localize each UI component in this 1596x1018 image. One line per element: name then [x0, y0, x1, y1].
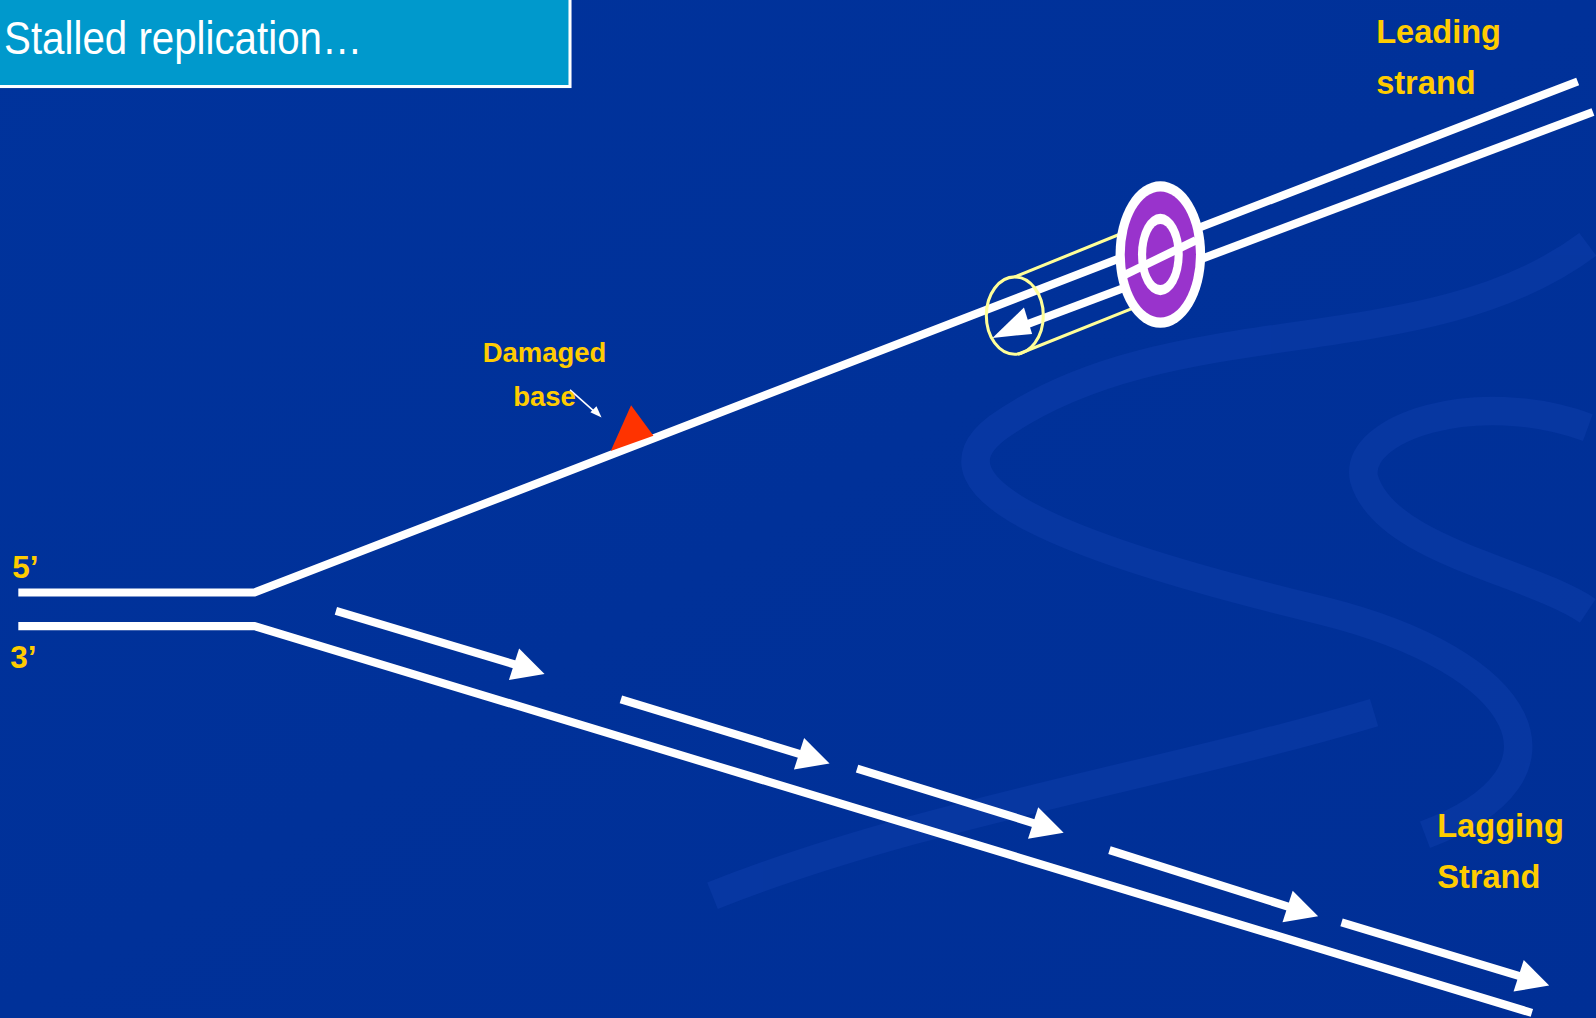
- okazaki-fragment: [857, 769, 1038, 825]
- leader-arrowhead: [590, 406, 601, 417]
- leading-template-strand: [18, 81, 1577, 592]
- leading-strand-arrowhead: [992, 307, 1032, 338]
- okazaki-fragment: [1109, 850, 1292, 908]
- fragment-arrowhead: [1283, 891, 1319, 923]
- okazaki-fragment: [1342, 922, 1524, 977]
- end-label: 3’: [10, 637, 71, 678]
- slide-title: Stalled replication…: [4, 10, 362, 65]
- clamp-ring-outer: [1116, 181, 1206, 328]
- dna-strands: [18, 81, 1593, 1012]
- clamp-ring: [1125, 191, 1196, 317]
- cylinder-end: [986, 277, 1043, 354]
- new-leading-strand: [1018, 112, 1593, 328]
- fragment-arrowhead: [794, 738, 830, 770]
- background-swirl: [713, 244, 1588, 896]
- strand-label: Lagging Strand: [1437, 800, 1590, 902]
- damage-label: Damaged base: [463, 332, 626, 420]
- strand-label: Leading strand: [1376, 6, 1539, 108]
- swirl-path: [1363, 411, 1588, 611]
- replication-clamp: [986, 181, 1205, 354]
- fragment-arrowhead: [1514, 960, 1550, 992]
- end-label: 5’: [12, 548, 73, 589]
- damaged-base-marker: [611, 405, 654, 451]
- title-box: [0, 0, 570, 87]
- strand-through-clamp: [1125, 240, 1196, 275]
- cylinder-edge: [1018, 305, 1140, 354]
- okazaki-fragment: [336, 611, 519, 666]
- fragment-arrowhead: [509, 648, 545, 680]
- okazaki-fragment: [621, 699, 804, 755]
- okazaki-fragments: [336, 611, 1549, 992]
- fragment-arrowhead: [1028, 807, 1064, 839]
- lagging-template-strand: [18, 626, 1532, 1013]
